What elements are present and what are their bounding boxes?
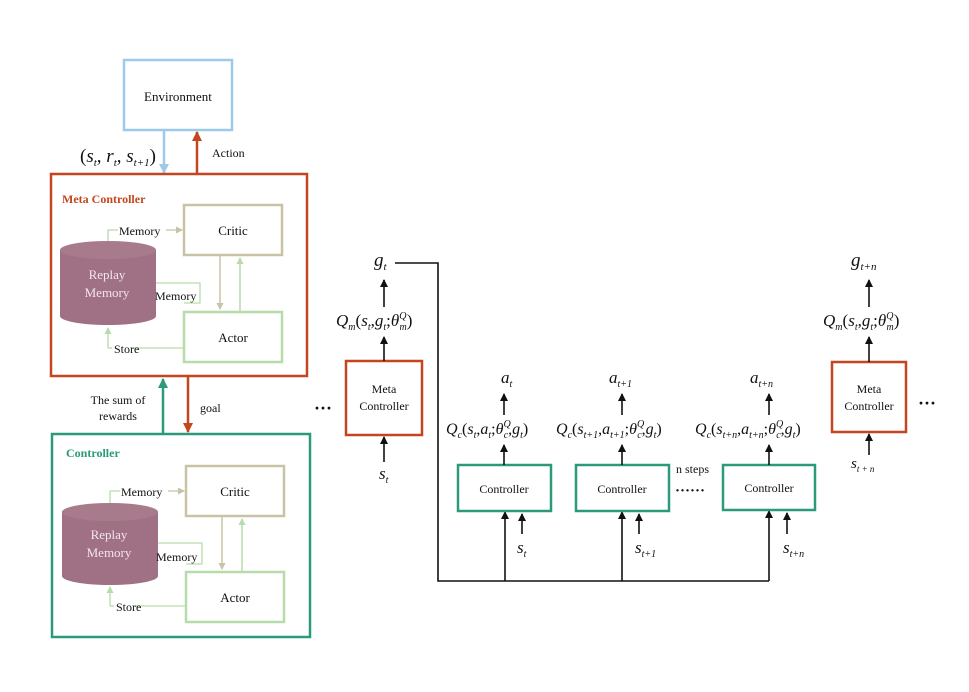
environment-label: Environment xyxy=(144,89,212,104)
controller-2-state: st+1 xyxy=(635,538,656,560)
controller-3-state: st+n xyxy=(783,538,804,560)
sum-rewards-label-2: rewards xyxy=(99,409,137,423)
ellipsis-right: ··· xyxy=(918,393,936,413)
controller-2-label: Controller xyxy=(597,482,646,496)
meta-replay-memory: Replay Memory xyxy=(60,241,156,325)
meta-controller-1-label-2: Controller xyxy=(359,399,408,413)
meta-memory-mid-line xyxy=(156,282,201,304)
svg-text:Memory: Memory xyxy=(85,285,130,300)
controller-memory-top-line xyxy=(109,490,120,503)
meta-critic-label: Critic xyxy=(218,223,248,238)
controller-memory-mid-line xyxy=(158,542,203,565)
state-tuple: (st, rt, st+1) xyxy=(80,146,156,169)
sum-rewards-label-1: The sum of xyxy=(91,393,146,407)
meta-1-input: st xyxy=(379,464,389,486)
meta-store-label: Store xyxy=(114,342,139,356)
controller-memory-mid-label: Memory xyxy=(156,550,197,564)
controller-title: Controller xyxy=(66,446,120,460)
meta-memory-top-label: Memory xyxy=(119,224,160,238)
controller-critic-box xyxy=(184,464,286,518)
controller-replay-memory: Replay Memory xyxy=(62,503,158,585)
controller-store-label: Store xyxy=(116,600,141,614)
meta-memory-mid-label: Memory xyxy=(155,289,196,303)
meta-2-input: st + n xyxy=(851,456,875,474)
meta-controller-2-label-1: Meta xyxy=(857,382,882,396)
controller-memory-top-label: Memory xyxy=(121,485,162,499)
meta-controller-2-box xyxy=(830,360,908,434)
g-t: gt xyxy=(374,250,388,273)
controller-critic-label: Critic xyxy=(220,484,250,499)
controller-actor-label: Actor xyxy=(220,590,250,605)
svg-text:Replay: Replay xyxy=(91,527,128,542)
goal-broadcast-line xyxy=(395,262,769,582)
meta-memory-top-line xyxy=(107,229,118,241)
controller-1-action: at xyxy=(501,368,513,390)
controller-3-action: at+n xyxy=(750,368,773,390)
controller-3-box xyxy=(721,463,817,512)
g-tn: gt+n xyxy=(851,250,877,273)
controller-actor-box xyxy=(184,570,286,624)
controller-2-box xyxy=(574,463,671,513)
n-steps-dots: ······ xyxy=(675,483,705,499)
meta-actor-label: Actor xyxy=(218,330,248,345)
controller-2-action: at+1 xyxy=(609,368,632,390)
meta-controller-2-label-2: Controller xyxy=(844,399,893,413)
meta-critic-box xyxy=(182,203,284,257)
environment-box xyxy=(122,58,234,132)
n-steps-label: n steps xyxy=(676,462,709,476)
svg-text:Replay: Replay xyxy=(89,267,126,282)
meta-controller-1-label-1: Meta xyxy=(372,382,397,396)
controller-1-state: st xyxy=(517,538,527,560)
meta-controller-1-box xyxy=(344,359,424,437)
controller-3-label: Controller xyxy=(744,481,793,495)
goal-label: goal xyxy=(200,401,221,415)
meta-actor-box xyxy=(182,310,284,364)
meta-controller-title: Meta Controller xyxy=(62,192,146,206)
ellipsis-left: ··· xyxy=(314,398,332,418)
action-label: Action xyxy=(212,146,245,160)
svg-text:Memory: Memory xyxy=(87,545,132,560)
controller-1-label: Controller xyxy=(479,482,528,496)
